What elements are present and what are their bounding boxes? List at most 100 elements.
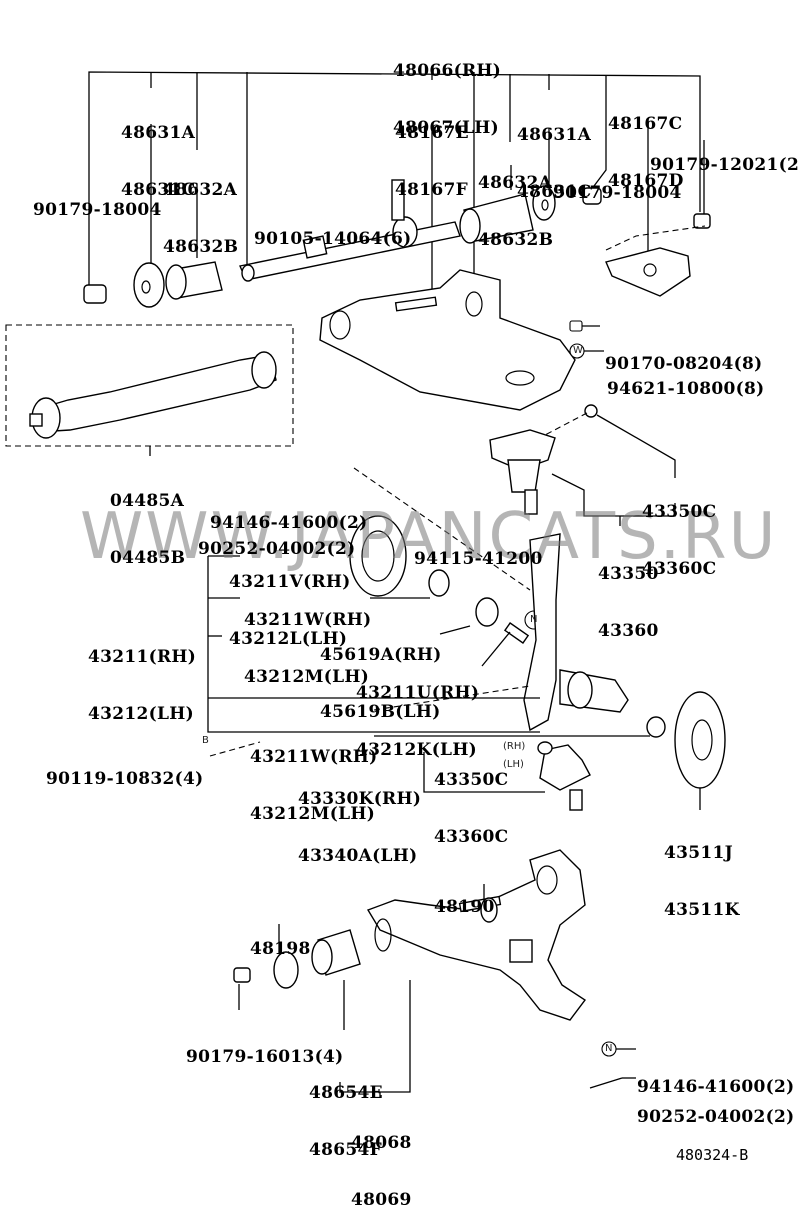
part-number: 48632B <box>163 237 239 257</box>
label-cotter-pin: 90252-04002(2) <box>198 502 355 578</box>
label-lower-bj-c: 43350C 43360C <box>434 733 508 866</box>
part-number: 43350 <box>598 564 659 584</box>
part-number: 43360C <box>642 559 717 579</box>
label-dust-cover: 43511J 43511K <box>664 806 740 939</box>
part-number: 43211U(RH) <box>356 683 480 703</box>
part-number: 94146-41600(2) <box>210 513 368 533</box>
part-number: 43211V(RH) <box>229 572 351 592</box>
label-bolt-10832: 90119-10832(4) <box>46 732 203 808</box>
label-nut-12021: 90179-12021(2) <box>650 118 800 194</box>
part-number: 43212M(LH) <box>250 804 376 824</box>
part-number: 48632A <box>163 180 238 200</box>
washer-48198-part <box>273 951 299 989</box>
label-shaft-kit: 04485A 04485B <box>110 454 185 587</box>
nut-n-lower-icon: N <box>605 1043 613 1054</box>
nut-12021-part <box>693 213 711 229</box>
part-number: 43360C <box>434 827 509 847</box>
part-number: 48167D <box>608 171 684 191</box>
knuckle-region <box>207 467 726 810</box>
upper-symbols <box>569 320 604 359</box>
part-number: 43350C <box>434 770 509 790</box>
upper-ball-joint <box>489 404 676 526</box>
part-number: 94621-10800(8) <box>607 379 765 399</box>
label-bushing-right-a: 48631A 48631C <box>517 88 591 221</box>
part-number: 94146-41600(2) <box>637 1077 795 1097</box>
upper-shaft-assembly <box>83 179 711 308</box>
part-number: 48631C <box>121 180 196 200</box>
note-rh: (RH) <box>503 741 526 752</box>
part-number: 43211W(RH) <box>244 610 372 630</box>
part-number: 90119-10832(4) <box>46 769 204 789</box>
part-number: 43330K(RH) <box>298 789 422 809</box>
part-number: 43340A(LH) <box>298 846 418 866</box>
label-dust-seal: 43211V(RH) 43212L(LH) <box>229 535 351 668</box>
part-number: 48632B <box>478 230 554 250</box>
part-number: 43511J <box>664 843 733 863</box>
part-number: 43211W(RH) <box>250 747 378 767</box>
shim-c-part <box>605 247 691 297</box>
part-number: 94115-41200 <box>414 549 543 569</box>
part-number: 48654F <box>309 1140 383 1160</box>
label-upper-arm-assy: 48066(RH) 48067(LH) <box>393 24 501 157</box>
lower-control-arm <box>233 849 636 1098</box>
label-lower-bj: 43330K(RH) 43340A(LH) <box>298 752 421 885</box>
label-knuckle-bush: 43211W(RH) 43212M(LH) <box>244 573 372 706</box>
nut-right-part <box>582 187 602 205</box>
part-number: 04485B <box>110 548 186 568</box>
label-bolt-upper: 90105-14064(6) <box>254 192 411 268</box>
part-number: 48067(LH) <box>393 118 499 138</box>
part-number: 48167E <box>395 123 469 143</box>
part-number: 43212M(LH) <box>244 667 370 687</box>
diagram-drawing <box>5 71 726 1098</box>
part-number: 48066(RH) <box>393 61 502 81</box>
label-knuckle: 43211(RH) 43212(LH) <box>88 610 196 743</box>
label-nut-16013: 90179-16013(4) <box>186 1010 343 1086</box>
parts-diagram: WWW.JAPANCATS.RU 48066(RH) 48067(LH) 486… <box>5 24 800 1210</box>
part-number: 90179-16013(4) <box>186 1047 344 1067</box>
part-number: 48167F <box>395 180 469 200</box>
figure-id: 480324-B <box>676 1146 749 1164</box>
label-ball-joint-upper-c: 43350C 43360C <box>642 465 716 598</box>
upper-arm-leader-lines <box>88 71 705 310</box>
label-cotter-nut-lower: 94146-41600(2) <box>637 1040 794 1116</box>
shaft-kit-box <box>5 324 294 456</box>
part-number: 48190 <box>434 897 495 917</box>
part-number: 90252-04002(2) <box>637 1107 795 1127</box>
part-number: 43350C <box>642 502 717 522</box>
label-bushing-left-b: 48632A 48632B <box>163 143 238 276</box>
washer-left-part <box>133 262 165 308</box>
upper-control-arm <box>319 269 576 411</box>
part-number: 48632A <box>478 173 553 193</box>
nut-left-part <box>83 284 107 304</box>
stopper-part <box>475 597 499 627</box>
label-nut-41200: 94115-41200 <box>414 512 543 588</box>
part-number: 43360 <box>598 621 659 641</box>
label-bolt-stop: 43211U(RH) 43212K(LH) <box>356 646 479 779</box>
part-number: 48069 <box>351 1190 412 1210</box>
label-stopper: 45619A(RH) 45619B(LH) <box>320 608 442 741</box>
label-washer-48198: 48198 <box>250 902 311 978</box>
label-shim-c: 48167C 48167D <box>608 77 684 210</box>
part-number: 90179-12021(2) <box>650 155 800 175</box>
note-lh: (LH) <box>503 759 524 770</box>
part-number: 90179-18004 <box>33 200 162 220</box>
part-number: 90252-04002(2) <box>198 539 356 559</box>
part-number: 48631A <box>121 123 196 143</box>
part-number: 48631A <box>517 125 592 145</box>
label-knuckle-bush-lower: 43211W(RH) 43212M(LH) <box>250 710 378 843</box>
dust-cover-part <box>674 691 726 789</box>
lower-ball-joint <box>423 741 591 811</box>
part-number: 48654E <box>309 1083 383 1103</box>
part-number: 43511K <box>664 900 740 920</box>
part-number: 45619B(LH) <box>320 702 441 722</box>
part-number: 43212K(LH) <box>356 740 478 760</box>
part-number: 04485A <box>110 491 185 511</box>
label-bushing-left-a: 48631A 48631C <box>121 86 195 219</box>
label-shim-e: 48167E 48167F <box>395 86 469 219</box>
part-number: 48198 <box>250 939 311 959</box>
part-number: 43212(LH) <box>88 704 194 724</box>
part-number: 90170-08204(8) <box>605 354 763 374</box>
part-number: 43212L(LH) <box>229 629 348 649</box>
washer-right-part <box>532 185 556 221</box>
label-nut-left: 90179-18004 <box>33 163 162 239</box>
